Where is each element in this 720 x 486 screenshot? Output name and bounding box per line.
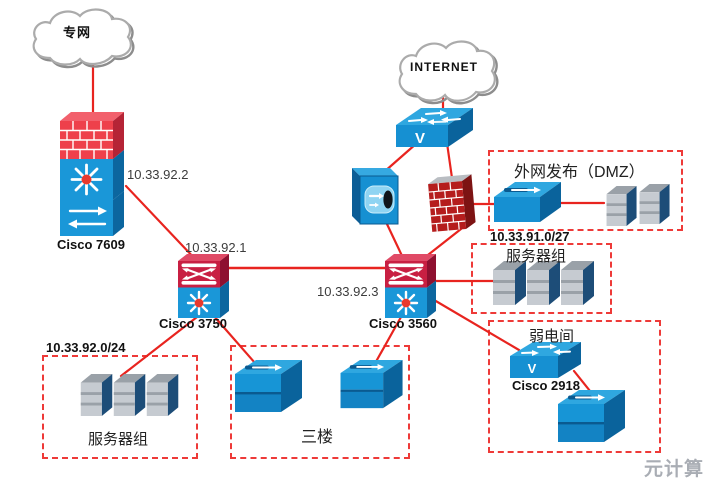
server-group-right-title: 服务器组 — [506, 248, 567, 265]
cisco-7609-icon — [60, 112, 126, 238]
cisco-3750-icon — [178, 254, 232, 320]
third-floor-switch-right-icon — [338, 360, 406, 410]
internet-cloud-label: INTERNET — [410, 60, 478, 74]
name-label-3750: Cisco 3750 — [159, 316, 227, 331]
third-floor-title: 三楼 — [301, 429, 334, 446]
watermark: 元计算 — [644, 459, 705, 480]
switch-v-mark: V — [415, 130, 425, 147]
cisco-2918-icon: V — [510, 342, 582, 380]
ip-label-3750: 10.33.92.1 — [185, 240, 247, 255]
server-left-3-icon — [146, 374, 180, 416]
dmz-zone-box — [488, 150, 683, 231]
switch-v-mark: V — [528, 361, 537, 376]
server-group-right-box — [471, 243, 612, 314]
dmz-switch-icon — [494, 182, 562, 224]
ip-label-3560: 10.33.92.3 — [317, 284, 379, 299]
third-floor-switch-left-icon — [235, 360, 303, 414]
name-label-3560: Cisco 3560 — [369, 316, 437, 331]
server-left-2-icon — [113, 374, 147, 416]
private-cloud-label: 专网 — [63, 25, 92, 40]
dmz-server-2-icon — [638, 184, 672, 224]
server-right-3-icon — [561, 261, 595, 305]
weak-room-box — [488, 320, 661, 453]
ip-label-7609: 10.33.92.2 — [127, 167, 189, 182]
security-appliance-icon — [352, 168, 400, 226]
name-label-2918: Cisco 2918 — [512, 378, 580, 393]
left-subnet-label: 10.33.92.0/24 — [46, 340, 126, 355]
cloud-icon — [32, 8, 135, 69]
internet-cloud: INTERNET — [393, 36, 499, 108]
server-right-2-icon — [527, 261, 561, 305]
cisco-3560-icon — [385, 254, 439, 320]
weak-room-title: 弱电间 — [529, 328, 575, 345]
server-right-1-icon — [493, 261, 527, 305]
internet-switch-icon: V — [396, 108, 476, 150]
dmz-server-1-icon — [605, 186, 639, 226]
weak-room-switch-icon — [558, 390, 626, 444]
server-left-1-icon — [80, 374, 114, 416]
private-network-cloud: 专网 — [26, 6, 136, 70]
cloud-icon — [398, 40, 499, 105]
firewall-icon — [428, 174, 478, 236]
name-label-7609: Cisco 7609 — [57, 237, 125, 252]
dmz-subnet-label: 10.33.91.0/27 — [490, 229, 570, 244]
server-group-left-title: 服务器组 — [88, 431, 149, 448]
third-floor-box — [230, 345, 410, 459]
dmz-title: 外网发布（DMZ） — [514, 164, 645, 181]
